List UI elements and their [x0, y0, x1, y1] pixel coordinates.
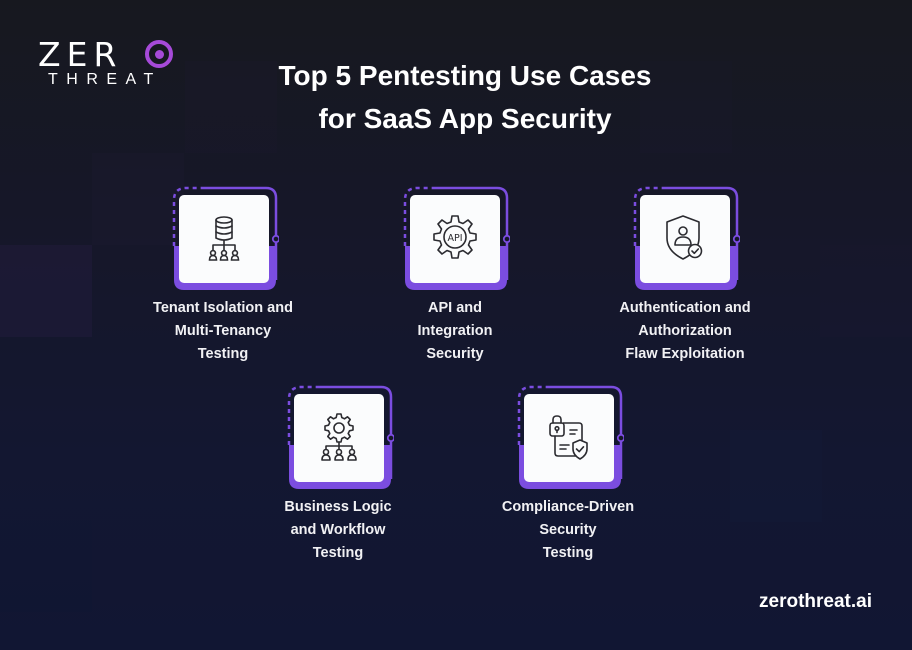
- document-lock-shield-icon: [549, 415, 588, 460]
- use-case-label-authentication: Authentication and Authorization Flaw Ex…: [585, 297, 785, 366]
- logo-target-icon: [145, 40, 173, 68]
- card-icon-box: [640, 195, 730, 283]
- label-line: Business Logic: [284, 499, 392, 515]
- gear-workflow-users-icon: [321, 413, 357, 461]
- user-shield-check-icon: [666, 215, 703, 260]
- card-icon-box: [294, 394, 384, 482]
- use-case-card-authentication: [632, 186, 740, 292]
- label-line: Testing: [312, 545, 364, 561]
- api-gear-icon: API: [433, 215, 477, 259]
- database-network-icon: [208, 216, 240, 261]
- label-line: Testing: [542, 545, 594, 561]
- label-line: Security: [539, 522, 597, 538]
- use-case-label-api-security: API and Integration Security: [355, 297, 555, 366]
- label-line: Compliance-Driven: [501, 499, 635, 515]
- use-case-label-business-logic: Business Logic and Workflow Testing: [238, 496, 438, 565]
- use-case-card-tenant-isolation: [171, 186, 279, 292]
- label-line: Flaw Exploitation: [625, 346, 745, 362]
- bg-tile: [0, 520, 92, 612]
- svg-text:API: API: [447, 233, 462, 244]
- label-line: Tenant Isolation and: [153, 300, 293, 316]
- label-line: and Workflow: [290, 522, 386, 538]
- logo-subword: THREAT: [48, 71, 162, 88]
- label-line: Security: [426, 346, 484, 362]
- label-line: Multi-Tenancy: [174, 323, 272, 339]
- page-title: Top 5 Pentesting Use Cases for SaaS App …: [0, 54, 912, 140]
- bg-tile: [730, 430, 822, 522]
- zerothreat-logo: ZER THREAT: [38, 38, 173, 93]
- use-case-label-tenant-isolation: Tenant Isolation and Multi-Tenancy Testi…: [123, 297, 323, 366]
- title-line-2: for SaaS App Security: [318, 103, 612, 134]
- logo-word: ZER: [38, 35, 123, 74]
- website-link[interactable]: zerothreat.ai: [759, 591, 872, 612]
- use-case-card-compliance: [516, 385, 624, 491]
- label-line: Testing: [197, 346, 249, 362]
- card-icon-box: [524, 394, 614, 482]
- card-icon-box: API: [410, 195, 500, 283]
- use-case-card-api-security: API: [402, 186, 510, 292]
- label-line: API and: [428, 300, 482, 316]
- label-line: Authentication and: [619, 300, 751, 316]
- bg-tile: [820, 245, 912, 337]
- use-case-label-compliance: Compliance-Driven Security Testing: [468, 496, 668, 565]
- label-line: Authorization: [638, 323, 732, 339]
- label-line: Integration: [417, 323, 493, 339]
- card-icon-box: [179, 195, 269, 283]
- use-case-card-business-logic: [286, 385, 394, 491]
- title-line-1: Top 5 Pentesting Use Cases: [278, 60, 652, 91]
- bg-tile: [0, 245, 92, 337]
